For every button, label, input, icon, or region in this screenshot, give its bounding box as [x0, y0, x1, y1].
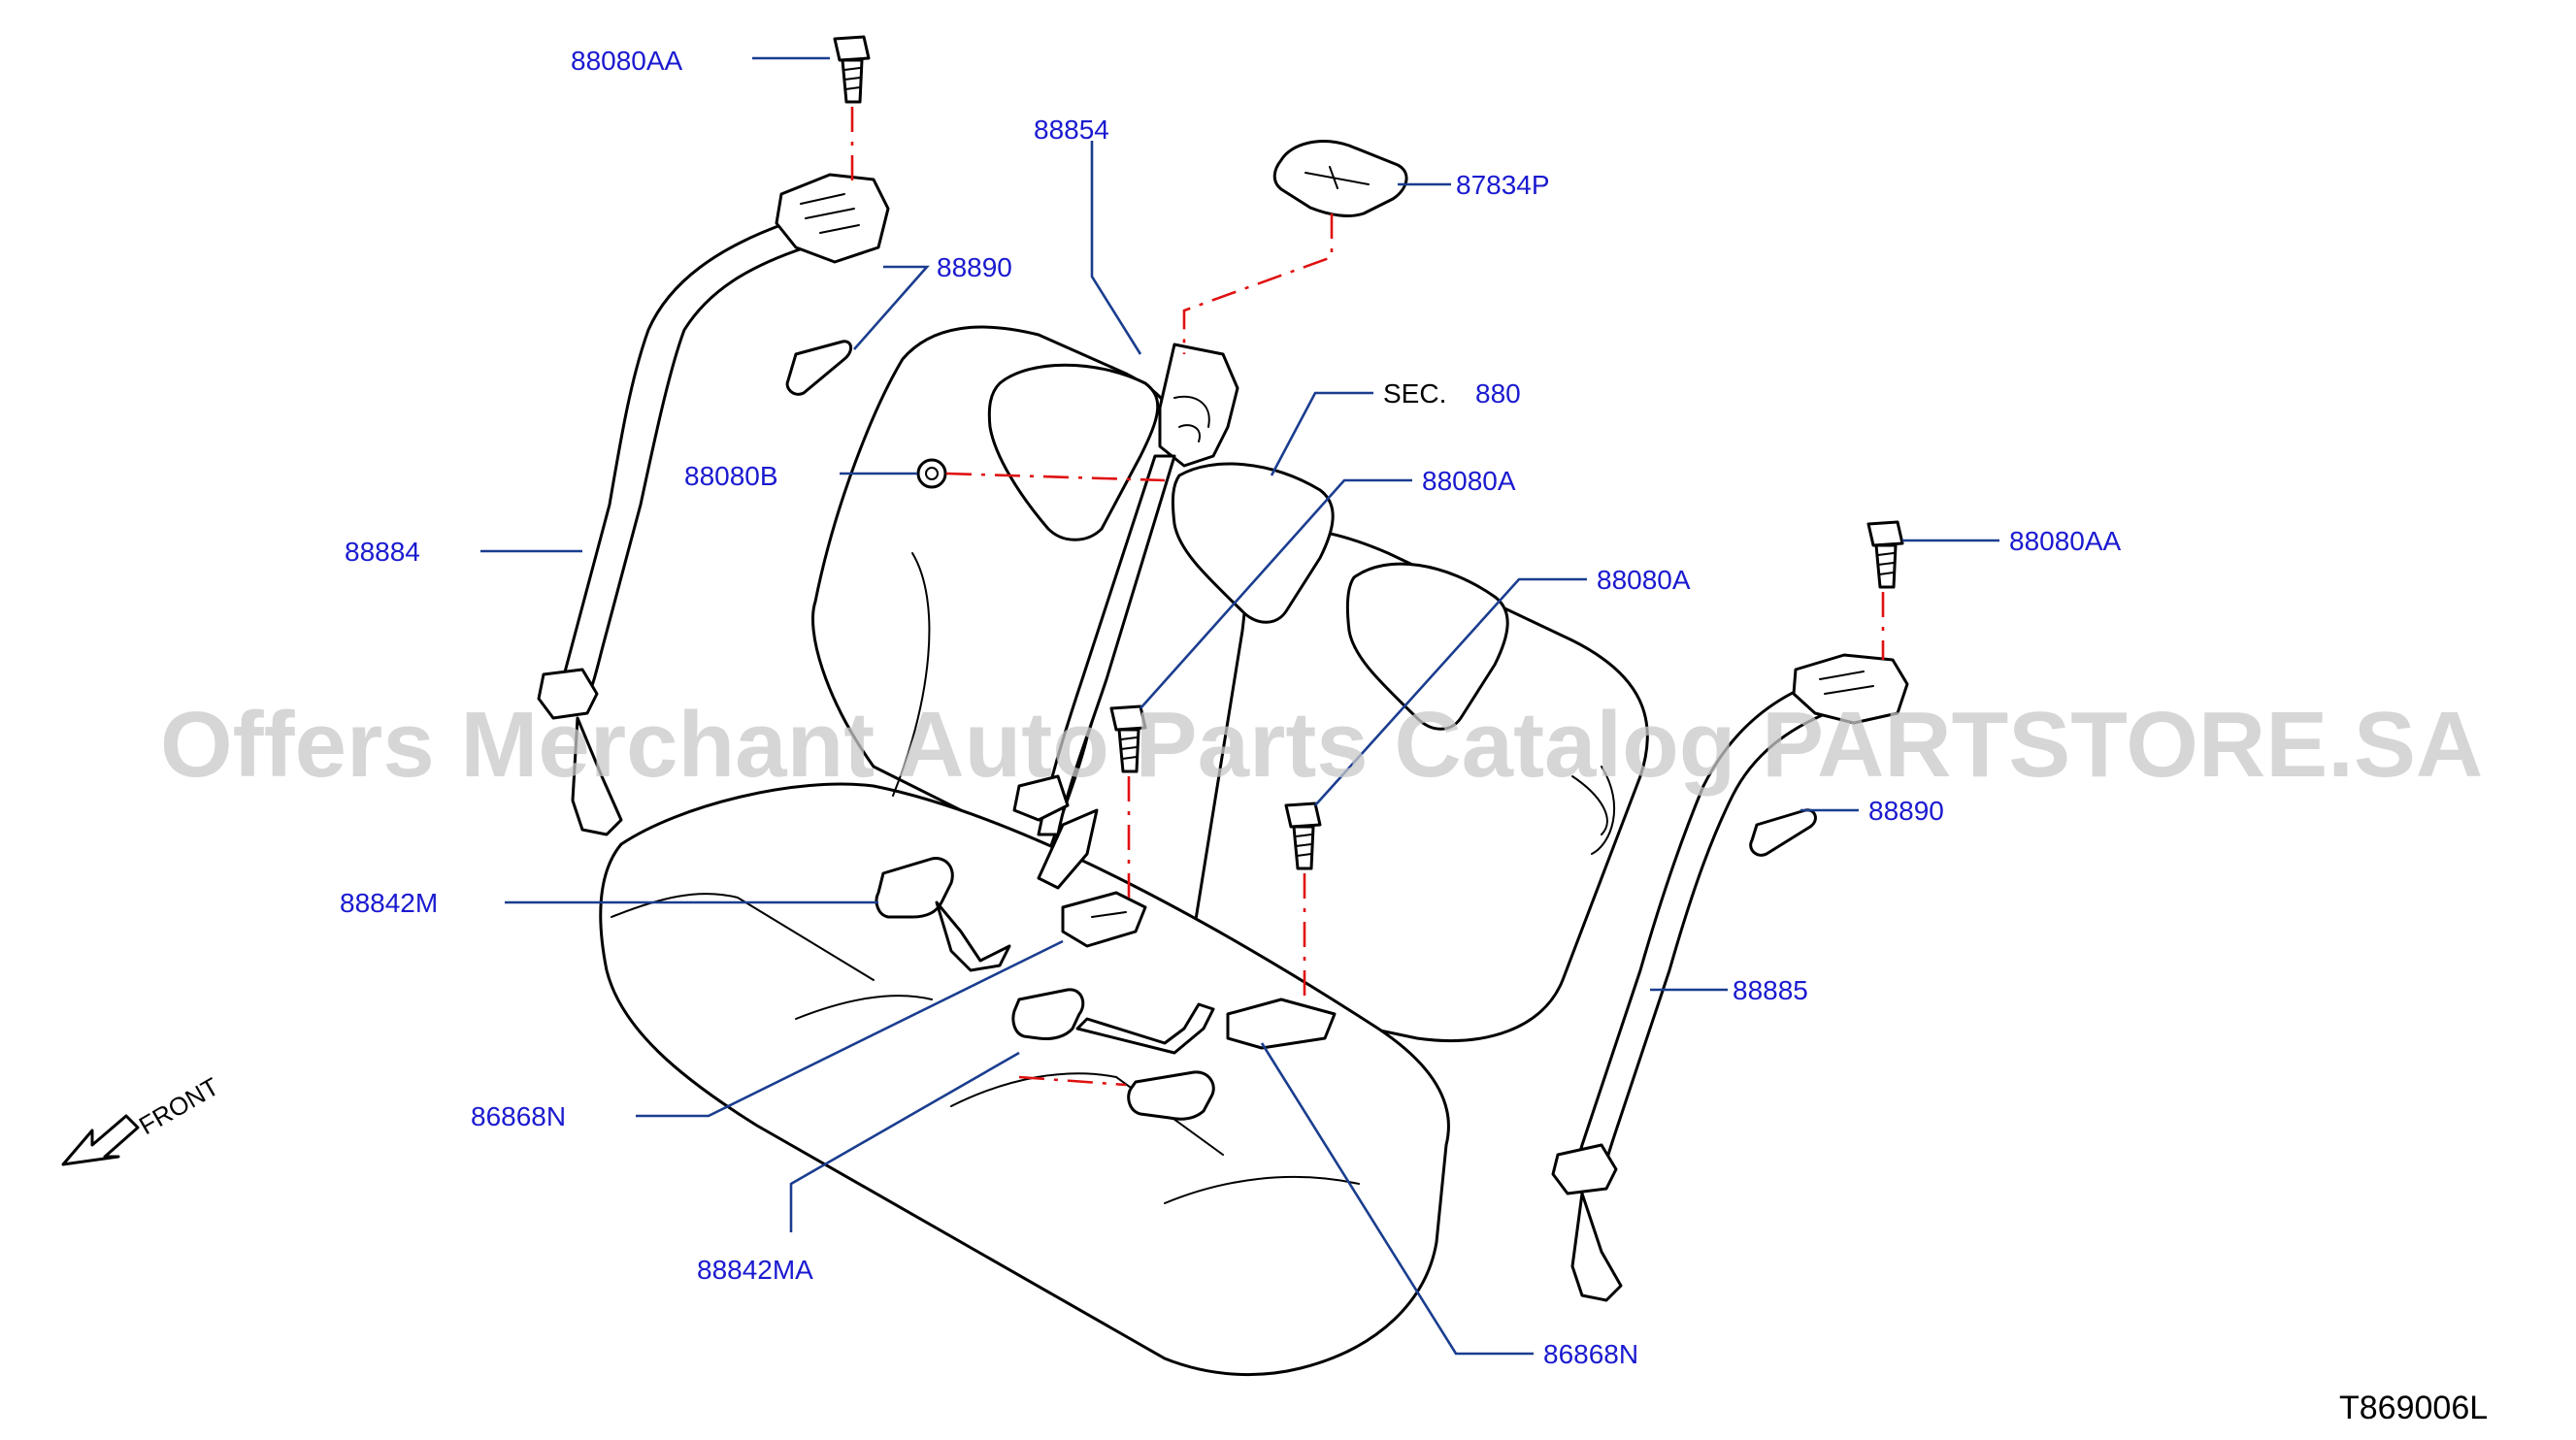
- bolt-88080A-right: [1284, 802, 1322, 870]
- label-88842M: 88842M: [340, 888, 438, 918]
- rear-seat: [599, 325, 1649, 1377]
- center-retractor: [1158, 343, 1239, 468]
- right-retractor-detail: [1819, 671, 1874, 695]
- center-retractor-detail: [1173, 395, 1210, 442]
- buckle-left: [875, 857, 954, 919]
- cover-slot: [1305, 166, 1370, 189]
- label-88890-right: 88890: [1868, 796, 1944, 826]
- headrest-right: [1345, 562, 1509, 731]
- left-belt-foot: [571, 716, 623, 836]
- right-belt-assembly: [1551, 653, 1909, 1302]
- label-88890-left: 88890: [937, 252, 1012, 282]
- callout-labels: 88080AA 88854 87834P 88890 SEC. 880 8808…: [340, 46, 2122, 1369]
- label-88854: 88854: [1034, 115, 1109, 145]
- label-88842MA: 88842MA: [697, 1255, 813, 1285]
- drawing-code: T869006L: [2339, 1390, 2488, 1426]
- label-88080A-center: 88080A: [1422, 466, 1516, 496]
- retractor-nut-inner: [925, 467, 939, 480]
- watermark-text: Offers Merchant Auto Parts Catalog PARTS…: [160, 693, 2483, 797]
- cushion-seam-4: [1164, 1175, 1360, 1204]
- front-label: FRONT: [134, 1071, 224, 1140]
- buckle-center: [1011, 988, 1085, 1040]
- label-88080AA-left: 88080AA: [571, 46, 683, 76]
- assembly-links: [850, 107, 1885, 1087]
- cushion-seam-3: [950, 1072, 1224, 1156]
- label-88080A-right: 88080A: [1597, 565, 1691, 595]
- retractor-nut: [916, 458, 947, 489]
- buckle-center-strap: [1075, 1002, 1215, 1055]
- buckle-left-strap: [935, 900, 1011, 972]
- right-belt-foot: [1570, 1192, 1623, 1302]
- center-belt-assembly: [916, 140, 1408, 890]
- label-87834P: 87834P: [1456, 170, 1550, 200]
- left-belt-guide-cover: [785, 340, 852, 396]
- bolt-88080A-center: [1109, 704, 1147, 773]
- seat-back-seam-right: [1591, 766, 1616, 855]
- label-86868N-left: 86868N: [471, 1101, 566, 1131]
- bolt-88080AA-right: [1866, 520, 1904, 589]
- bolts: [833, 35, 1904, 870]
- cushion-seam-2: [795, 995, 933, 1020]
- right-belt-anchor: [1551, 1143, 1618, 1195]
- label-88080AA-right: 88080AA: [2009, 526, 2122, 556]
- label-88080B: 88080B: [684, 461, 778, 491]
- center-belt-tongue: [1012, 774, 1070, 822]
- anchor-bracket-left-hole: [1091, 911, 1127, 918]
- cushion-seam-1: [611, 893, 875, 981]
- buckles: [875, 857, 1337, 1121]
- label-sec-880: 880: [1475, 378, 1521, 409]
- label-88885: 88885: [1733, 975, 1808, 1005]
- left-belt-assembly: [537, 173, 890, 836]
- leader-lines: [480, 56, 1999, 1356]
- right-belt-guide-cover: [1749, 808, 1817, 857]
- label-sec-prefix: SEC.: [1383, 378, 1446, 409]
- left-belt-anchor: [537, 668, 599, 720]
- seat-back-right: [1191, 528, 1649, 1042]
- anchor-bracket-left: [1061, 891, 1147, 948]
- label-88884: 88884: [345, 537, 420, 567]
- anchor-bracket-right: [1226, 998, 1337, 1050]
- label-86868N-right: 86868N: [1543, 1339, 1638, 1369]
- center-belt-lap: [1037, 808, 1099, 890]
- left-retractor: [775, 173, 890, 264]
- seat-side-bolster: [1571, 775, 1608, 835]
- left-retractor-detail: [800, 193, 860, 234]
- front-direction-indicator: FRONT: [61, 1071, 224, 1166]
- headrest-left: [987, 363, 1160, 541]
- bolt-88080AA-left: [833, 35, 871, 104]
- seat-back-seam-left: [892, 552, 931, 797]
- buckle-center-right: [1127, 1070, 1215, 1121]
- front-arrow-icon: [61, 1114, 140, 1166]
